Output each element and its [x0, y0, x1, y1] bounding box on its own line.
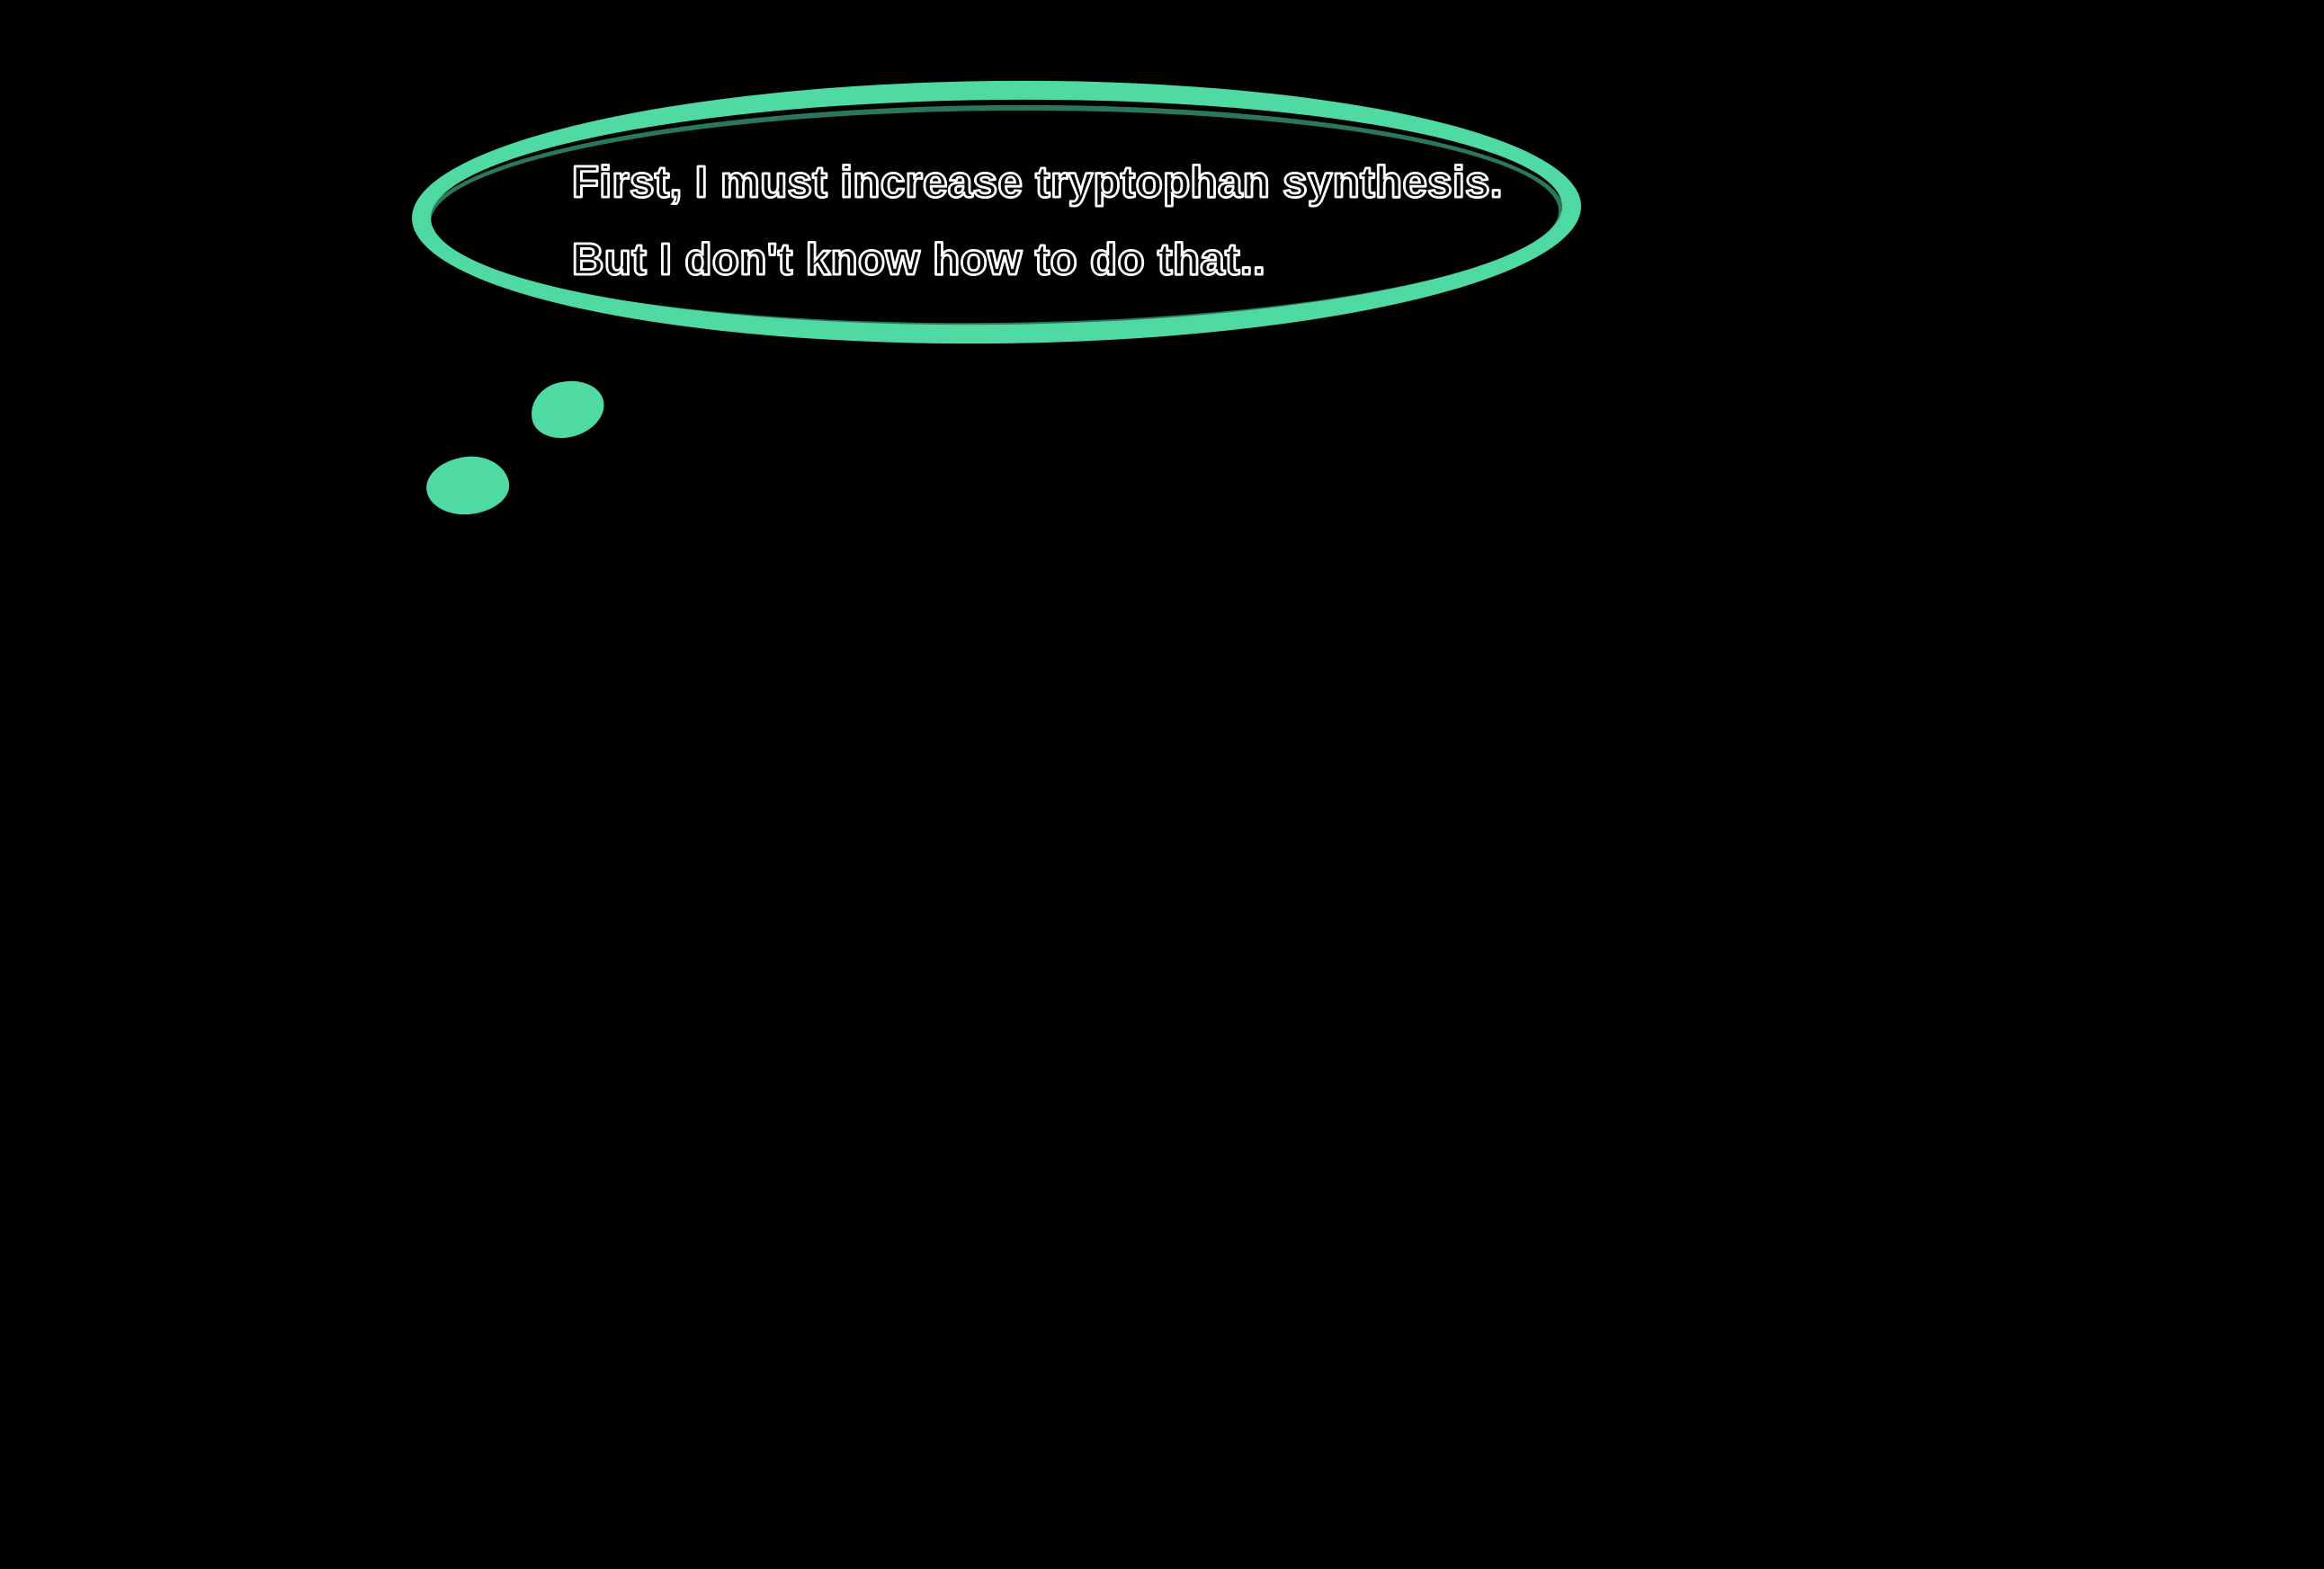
thought-bubble-text: First, I must increase tryptophan synthe…	[571, 144, 1561, 299]
thought-line-2: But I don't know how to do that..	[571, 235, 1266, 286]
thought-trail-dot-lower	[423, 452, 513, 519]
thought-trail-dot-upper	[524, 373, 611, 445]
thought-line-1: First, I must increase tryptophan synthe…	[571, 157, 1504, 209]
